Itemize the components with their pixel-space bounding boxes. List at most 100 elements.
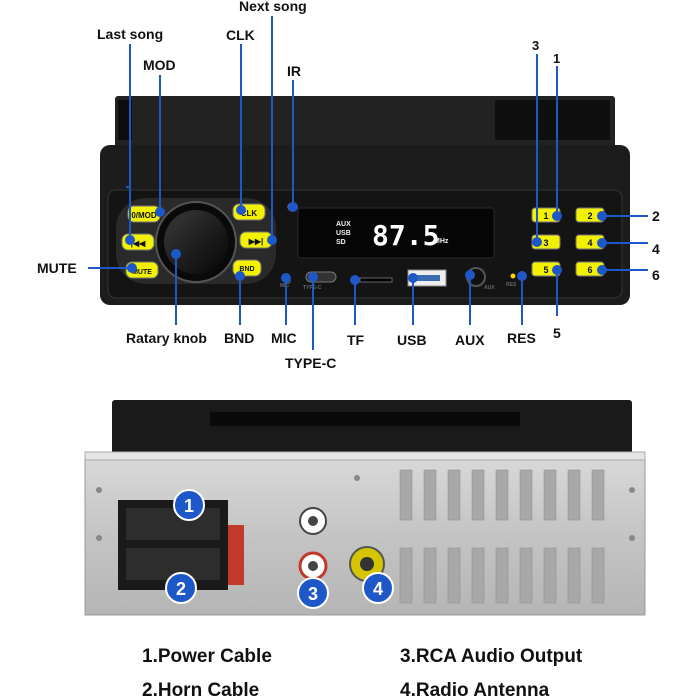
- front-unit: 0/MOD CLK |◀◀ ▶▶| MUTE BND AUX USB: [100, 96, 630, 305]
- prev-button-label: |◀◀: [131, 239, 146, 248]
- dot-mute: [127, 263, 137, 273]
- clk-button-label: CLK: [241, 209, 258, 218]
- dot-preset-4: [597, 238, 607, 248]
- legend: 1.Power Cable 2.Horn Cable 3.RCA Audio O…: [142, 646, 583, 700]
- badge-3-text: 3: [308, 584, 318, 604]
- preset-6-label: 6: [587, 265, 592, 275]
- iso-connector-upper: [126, 508, 220, 540]
- label-last-song: Last song: [97, 26, 163, 42]
- preset-1-label: 1: [543, 211, 548, 221]
- label-aux: AUX: [455, 332, 485, 348]
- label-mic: MIC: [271, 330, 297, 346]
- label-mod: MOD: [143, 57, 176, 73]
- res-hole[interactable]: [510, 273, 516, 279]
- label-next-song: Next song: [239, 0, 307, 14]
- label-bnd: BND: [224, 330, 254, 346]
- badge-1: 1: [173, 489, 205, 521]
- preset-4-label: 4: [587, 238, 592, 248]
- preset-2-label: 2: [587, 211, 592, 221]
- mod-button[interactable]: 0/MOD: [127, 205, 161, 223]
- fuse: [228, 525, 244, 585]
- rear-unit: 1 2 3 4: [84, 400, 646, 616]
- vent-slots: [399, 469, 605, 604]
- dot-preset-5: [552, 265, 562, 275]
- badge-2: 2: [165, 572, 197, 604]
- screw: [629, 535, 635, 541]
- callout-preset-6: 6: [652, 267, 660, 283]
- screw: [96, 535, 102, 541]
- dot-preset-2: [597, 211, 607, 221]
- rear-chassis-lip: [84, 451, 646, 461]
- dot-type-c: [308, 272, 318, 282]
- screw: [629, 487, 635, 493]
- rca-white-center: [308, 516, 318, 526]
- dot-preset-3: [532, 237, 542, 247]
- display-unit: MHz: [434, 238, 449, 245]
- lcd-display: [297, 207, 495, 259]
- dot-mic: [281, 273, 291, 283]
- callout-preset-4: 4: [652, 241, 660, 257]
- callout-preset-2: 2: [652, 208, 660, 224]
- legend-item-horn-cable: 2.Horn Cable: [142, 680, 259, 700]
- label-type-c: TYPE-C: [285, 355, 336, 371]
- badge-3: 3: [297, 577, 329, 609]
- antenna-socket-center: [360, 557, 374, 571]
- res-mark: RES: [506, 282, 517, 288]
- dot-usb: [408, 273, 418, 283]
- screw: [96, 487, 102, 493]
- preset-5-label: 5: [543, 265, 548, 275]
- legend-item-rca-output: 3.RCA Audio Output: [400, 646, 583, 667]
- preset-2[interactable]: 2: [575, 207, 605, 223]
- holder-clip-left: [118, 100, 132, 140]
- dot-bnd: [235, 271, 245, 281]
- legend-item-radio-antenna: 4.Radio Antenna: [400, 680, 550, 700]
- mute-button-label: MUTE: [132, 269, 152, 276]
- callout-preset-5: 5: [553, 325, 561, 341]
- usb-port-inner: [414, 275, 440, 281]
- rotary-knob-cap: [164, 210, 228, 274]
- dot-clk: [236, 205, 246, 215]
- badge-4: 4: [362, 572, 394, 604]
- dot-aux: [465, 270, 475, 280]
- label-usb: USB: [397, 332, 427, 348]
- rca-red-center: [308, 561, 318, 571]
- holder-clip-right: [495, 100, 610, 140]
- display-source-aux: AUX: [336, 221, 351, 228]
- screw: [354, 475, 360, 481]
- label-ir: IR: [287, 63, 301, 79]
- rear-holder-slot: [210, 412, 520, 426]
- badge-4-text: 4: [373, 579, 383, 599]
- label-mute: MUTE: [37, 260, 77, 276]
- label-res: RES: [507, 330, 536, 346]
- front-label-group: Last song MOD Next song CLK IR MUTE Rata…: [37, 0, 660, 371]
- dot-ir: [288, 202, 298, 212]
- mic-mark: MIC: [280, 283, 290, 289]
- badge-2-text: 2: [176, 579, 186, 599]
- bnd-button-label: BND: [239, 266, 254, 273]
- aux-mark: AUX: [484, 285, 495, 291]
- dot-preset-6: [597, 265, 607, 275]
- display-source-sd: SD: [336, 239, 346, 246]
- display-source-usb: USB: [336, 230, 351, 237]
- display-frequency: 87.5: [372, 219, 439, 252]
- mod-button-label: 0/MOD: [131, 211, 157, 220]
- rear-holder: [112, 400, 632, 455]
- callout-preset-3: 3: [532, 38, 539, 53]
- dot-res: [517, 271, 527, 281]
- tf-slot[interactable]: [359, 277, 393, 283]
- label-clk: CLK: [226, 27, 255, 43]
- dot-preset-1: [552, 211, 562, 221]
- legend-item-power-cable: 1.Power Cable: [142, 646, 272, 667]
- preset-6[interactable]: 6: [575, 261, 605, 277]
- front-callouts: [88, 16, 648, 350]
- preset-3-label: 3: [543, 238, 548, 248]
- callout-preset-1: 1: [553, 51, 560, 66]
- dot-next-song: [267, 235, 277, 245]
- label-tf: TF: [347, 332, 365, 348]
- dot-knob: [171, 249, 181, 259]
- dot-mod: [155, 207, 165, 217]
- label-rotary-knob: Ratary knob: [126, 330, 207, 346]
- dot-tf: [350, 275, 360, 285]
- badge-1-text: 1: [184, 496, 194, 516]
